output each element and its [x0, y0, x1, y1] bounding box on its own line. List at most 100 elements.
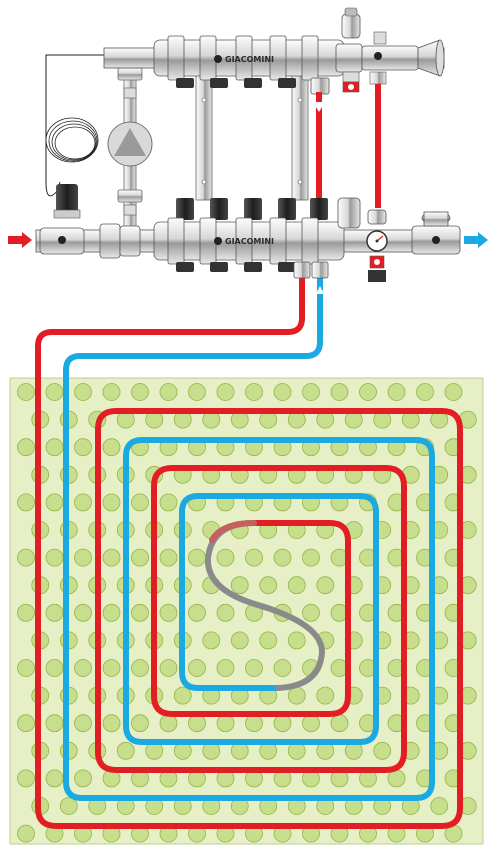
floor-stud — [189, 715, 206, 732]
manifold-bottom-brand: GIACOMINI — [225, 237, 274, 246]
floor-stud — [217, 660, 234, 677]
floor-stud — [103, 604, 120, 621]
floor-stud — [274, 715, 291, 732]
floor-stud — [189, 604, 206, 621]
floor-stud — [103, 715, 120, 732]
floor-stud — [160, 604, 177, 621]
floor-stud — [317, 577, 334, 594]
floor-stud — [103, 494, 120, 511]
floor-stud — [217, 604, 234, 621]
floor-stud — [46, 384, 63, 401]
floor-area — [10, 378, 483, 844]
floor-stud — [160, 384, 177, 401]
floor-stud — [303, 549, 320, 566]
floor-stud — [217, 384, 234, 401]
floor-stud — [18, 439, 35, 456]
floor-stud — [132, 715, 149, 732]
floor-stud — [132, 494, 149, 511]
floor-stud — [103, 384, 120, 401]
floor-stud — [288, 577, 305, 594]
floor-stud — [189, 384, 206, 401]
floor-stud — [231, 632, 248, 649]
floor-stud — [18, 660, 35, 677]
floor-stud — [132, 549, 149, 566]
floor-stud — [189, 660, 206, 677]
floor-stud — [18, 549, 35, 566]
floor-stud — [75, 549, 92, 566]
floor-stud — [260, 577, 277, 594]
floor-stud — [46, 549, 63, 566]
floor-stud — [303, 715, 320, 732]
bypass-red-right — [375, 84, 381, 208]
floor-stud — [103, 549, 120, 566]
floor-stud — [132, 384, 149, 401]
floor-stud — [160, 494, 177, 511]
floor-stud — [417, 384, 434, 401]
floor-stud — [331, 715, 348, 732]
floor-stud — [445, 384, 462, 401]
floor-stud — [18, 715, 35, 732]
floor-stud — [103, 660, 120, 677]
floor-stud — [331, 384, 348, 401]
capillary-tube — [46, 55, 106, 196]
floor-stud — [288, 687, 305, 704]
floor-stud — [274, 660, 291, 677]
pump-triangle-icon — [108, 122, 152, 166]
floor-stud — [260, 632, 277, 649]
floor-stud — [374, 742, 391, 759]
floor-stud — [18, 825, 35, 842]
floor-stud — [75, 494, 92, 511]
floor-stud — [46, 604, 63, 621]
floor-stud — [388, 384, 405, 401]
floor-stud — [46, 660, 63, 677]
floor-stud — [132, 660, 149, 677]
manifold-assembly: GIACOMINI — [8, 8, 488, 294]
floor-stud — [18, 770, 35, 787]
manifold-top-brand: GIACOMINI — [225, 55, 274, 64]
floor-stud — [246, 660, 263, 677]
floor-stud — [46, 770, 63, 787]
floor-stud — [203, 632, 220, 649]
floor-stud — [246, 384, 263, 401]
floor-stud — [274, 384, 291, 401]
floor-stud — [303, 384, 320, 401]
floor-stud — [46, 439, 63, 456]
pressure-gauge-icon — [367, 231, 387, 251]
floor-stud — [160, 660, 177, 677]
floor-stud — [75, 770, 92, 787]
floor-stud — [160, 715, 177, 732]
floor-stud — [431, 798, 448, 815]
floor-stud — [288, 632, 305, 649]
floor-stud — [360, 384, 377, 401]
floor-stud — [75, 660, 92, 677]
floor-stud — [75, 604, 92, 621]
floor-stud — [18, 494, 35, 511]
floor-stud — [160, 549, 177, 566]
floor-stud — [117, 742, 134, 759]
zone-valve-knobs — [176, 198, 328, 220]
floor-stud — [189, 549, 206, 566]
floor-stud — [18, 384, 35, 401]
floor-stud — [246, 715, 263, 732]
floor-stud — [75, 384, 92, 401]
supply-manifold-bar: GIACOMINI — [104, 8, 444, 94]
thermostatic-head-icon — [54, 184, 80, 218]
floor-stud — [303, 604, 320, 621]
arrow-right-icon — [464, 232, 488, 248]
floor-stud — [75, 439, 92, 456]
floor-stud — [18, 604, 35, 621]
floor-stud — [317, 687, 334, 704]
floor-stud — [75, 715, 92, 732]
floor-stud — [174, 687, 191, 704]
floor-stud — [217, 715, 234, 732]
floor-stud — [274, 549, 291, 566]
floor-stud — [46, 715, 63, 732]
floor-stud — [46, 494, 63, 511]
return-manifold-bar: GIACOMINI — [36, 184, 460, 282]
capillary-coil — [46, 118, 98, 162]
floor-stud — [217, 549, 234, 566]
floor-stud — [132, 604, 149, 621]
floor-stud — [231, 577, 248, 594]
outlet-valve — [412, 212, 460, 254]
